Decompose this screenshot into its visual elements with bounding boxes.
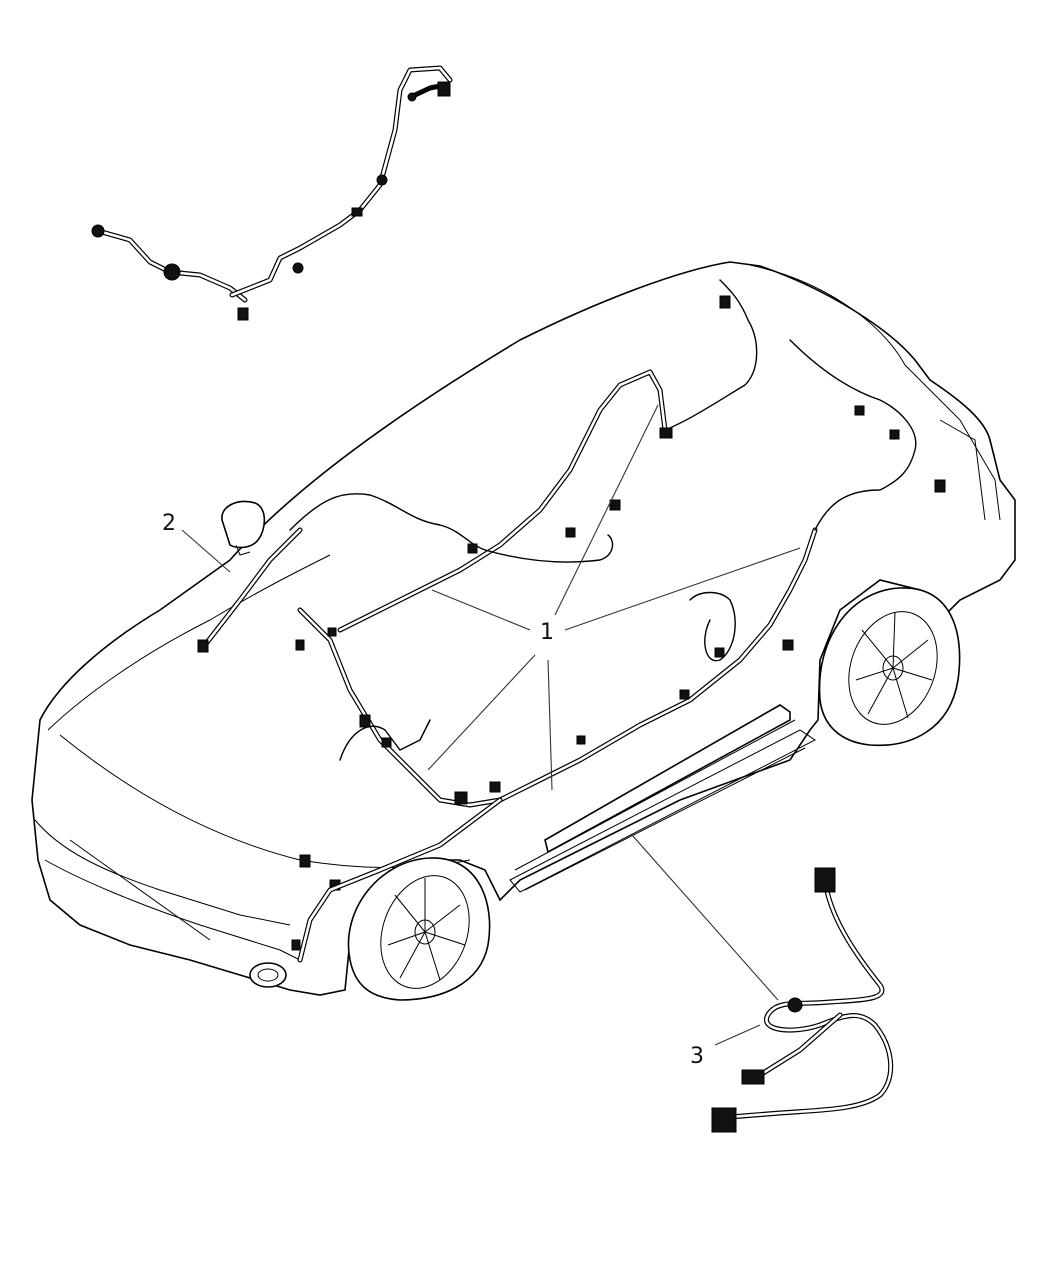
sill-harness-3 xyxy=(711,867,894,1133)
callout-label-1: 1 xyxy=(540,620,554,645)
body-harness-1 xyxy=(289,279,946,963)
rear-wheel xyxy=(818,587,961,747)
roof-harness-2 xyxy=(197,527,303,653)
callout-leaders xyxy=(181,404,801,1046)
vehicle-body xyxy=(31,261,1016,996)
callout-label-2: 2 xyxy=(162,511,176,536)
callout-label-3: 3 xyxy=(690,1044,704,1069)
detached-harness-top xyxy=(91,65,453,321)
front-wheel xyxy=(347,857,491,1001)
